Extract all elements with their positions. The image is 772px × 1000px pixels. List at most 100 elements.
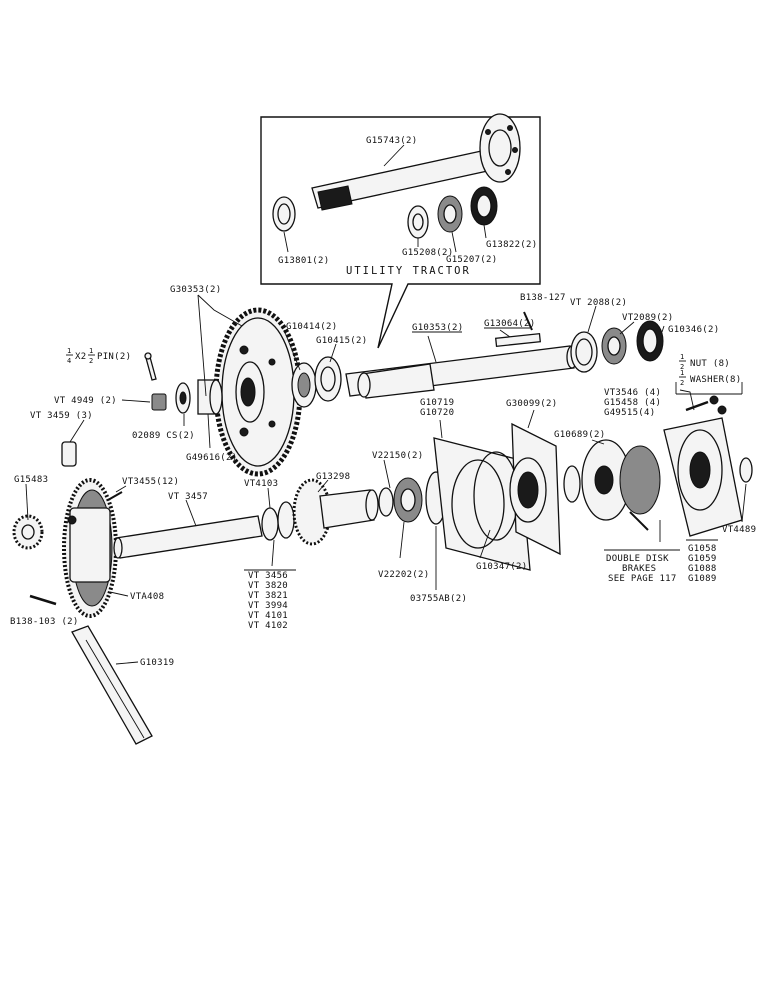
label-g15483: G15483 [14, 475, 48, 485]
label-v22202: V22202(2) [378, 570, 429, 580]
label-shim-list: VT 3456 VT 3820 VT 3821 VT 3994 VT 4101 … [248, 571, 288, 631]
label-washer-spec: 1 2 WASHER(8) [679, 369, 741, 387]
label-pin-spec: 1 4 X2 1 2 PIN(2) [66, 347, 131, 365]
shaft-g10319 [71, 625, 153, 745]
carrier-g30099 [509, 422, 561, 556]
label-g13064: G13064(2) [484, 319, 535, 329]
label-vta408: VTA408 [130, 592, 164, 602]
svg-text:BRAKES: BRAKES [622, 564, 656, 574]
collar-g49616 [197, 379, 223, 415]
shaft-vt3457 [113, 515, 263, 559]
svg-text:X2: X2 [75, 352, 86, 362]
label-g15207: G15207(2) [446, 255, 497, 265]
svg-text:2: 2 [680, 363, 685, 371]
label-housing-list: G1058 G1059 G1088 G1089 [688, 544, 717, 584]
label-g30353: G30353(2) [170, 285, 221, 295]
svg-text:2: 2 [680, 379, 685, 387]
label-disk-brakes: DOUBLE DISK BRAKES SEE PAGE 117 [606, 554, 677, 584]
inset-frame [260, 116, 541, 349]
svg-text:G1088: G1088 [688, 564, 717, 574]
svg-text:VT 3456: VT 3456 [248, 571, 288, 581]
cap-screw-vt3546 [685, 395, 727, 415]
disk-brakes [581, 439, 661, 531]
label-g03755: 03755AB(2) [410, 594, 467, 604]
main-assembly: B138-127 G30353(2) VT 2088(2) G10414(2) … [10, 285, 756, 745]
svg-text:1: 1 [680, 369, 685, 377]
label-b138-103: B138-103 (2) [10, 617, 79, 627]
inset-caption: UTILITY TRACTOR [346, 265, 471, 277]
label-g15458: G15458 (4) [604, 398, 661, 408]
axle-shaft-g10353 [345, 345, 578, 399]
label-vt4103: VT4103 [244, 479, 278, 489]
bull-gear-g30353 [213, 307, 303, 477]
pin-b138-127 [523, 311, 533, 331]
label-nut-spec: 1 2 NUT (8) [679, 353, 730, 371]
label-vt2089: VT2089(2) [622, 313, 673, 323]
spacer-vt3459 [61, 441, 77, 467]
label-v22150: V22150(2) [372, 451, 423, 461]
label-g13822: G13822(2) [486, 240, 537, 250]
label-g10689: G10689(2) [554, 430, 605, 440]
nut-vt4949 [151, 393, 167, 411]
label-g49616: G49616(2) [186, 453, 237, 463]
svg-text:4: 4 [67, 357, 72, 365]
svg-text:WASHER(8): WASHER(8) [690, 375, 741, 385]
label-g10414: G10414(2) [286, 322, 337, 332]
gasket-g10719 [433, 437, 531, 571]
label-g15208: G15208(2) [402, 248, 453, 258]
svg-text:VT 3994: VT 3994 [248, 601, 288, 611]
svg-text:PIN(2): PIN(2) [97, 352, 131, 362]
label-b138-127: B138-127 [520, 293, 566, 303]
svg-text:2: 2 [89, 357, 94, 365]
cone-v22202 [393, 477, 423, 523]
cone-vt2089 [601, 327, 627, 365]
svg-text:DOUBLE DISK: DOUBLE DISK [606, 554, 669, 564]
utility-tractor-inset: G15743(2) G13801(2) G15208(2) G15207(2) … [260, 113, 541, 349]
label-g13298: G13298 [316, 472, 350, 482]
label-g13801: G13801(2) [278, 256, 329, 266]
bolt-vt3455 [107, 491, 123, 501]
svg-text:VT 4102: VT 4102 [248, 621, 288, 631]
label-g02089: 02089 CS(2) [132, 431, 195, 441]
label-vt4949: VT 4949 (2) [54, 396, 117, 406]
pinion-gear-g15483 [12, 514, 44, 550]
label-g49515: G49515(4) [604, 408, 655, 418]
pinion-g13298 [292, 478, 379, 546]
cotter-pin [144, 352, 157, 381]
svg-text:SEE PAGE 117: SEE PAGE 117 [608, 574, 677, 584]
svg-text:1: 1 [680, 353, 685, 361]
label-g10319: G10319 [140, 658, 174, 668]
brake-housing-g1058 [663, 417, 743, 537]
ring-vt4489 [739, 457, 753, 483]
washer-v22150 [378, 487, 394, 517]
label-g15743: G15743(2) [366, 136, 417, 146]
pin-b138-103 [29, 594, 57, 606]
svg-text:NUT (8): NUT (8) [690, 359, 730, 369]
axle-shaft-g15743 [311, 113, 521, 211]
shim-vt4103 [261, 507, 279, 541]
bearing-g15207 [437, 195, 463, 233]
label-g10415: G10415(2) [316, 336, 367, 346]
label-vt3546: VT3546 (4) [604, 388, 661, 398]
label-g30099: G30099(2) [506, 399, 557, 409]
label-vt3459: VT 3459 (3) [30, 411, 93, 421]
svg-text:G1058: G1058 [688, 544, 717, 554]
svg-text:1: 1 [67, 347, 72, 355]
key-g13064 [494, 333, 542, 347]
label-vt2088: VT 2088(2) [570, 298, 627, 308]
svg-text:G1059: G1059 [688, 554, 717, 564]
label-vt3457: VT 3457 [168, 492, 208, 502]
svg-text:VT 3821: VT 3821 [248, 591, 288, 601]
svg-text:VT 3820: VT 3820 [248, 581, 288, 591]
svg-text:G1089: G1089 [688, 574, 717, 584]
label-g10720: G10720 [420, 408, 454, 418]
svg-text:1: 1 [89, 347, 94, 355]
svg-text:VT 4101: VT 4101 [248, 611, 288, 621]
label-g10346: G10346(2) [668, 325, 719, 335]
seal-g10689 [563, 465, 581, 503]
label-vt4489: VT4489 [722, 525, 756, 535]
label-vt3455: VT3455(12) [122, 477, 179, 487]
label-g10719: G10719 [420, 398, 454, 408]
differential-vta408 [62, 478, 118, 618]
